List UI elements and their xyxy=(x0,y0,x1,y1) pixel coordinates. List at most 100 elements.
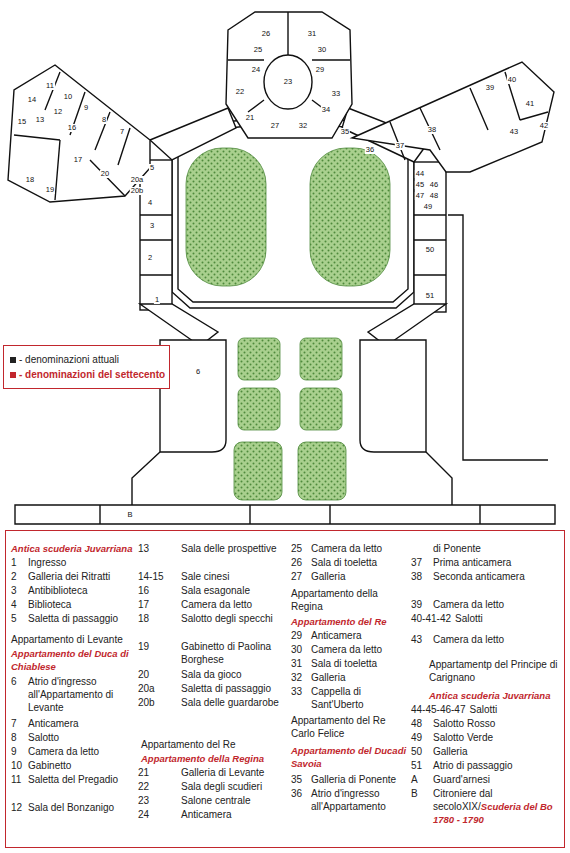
left-wing xyxy=(8,65,150,202)
key-text: Appartamento della Regina xyxy=(291,588,378,612)
key-text: 39 xyxy=(411,599,422,610)
key-text: Antica scuderia Juvarriana xyxy=(11,543,132,554)
room-number-cell: 44-45-46-47 xyxy=(411,703,465,716)
room-name-cell: Camera da letto xyxy=(433,598,561,611)
room-number-cell: 8 xyxy=(11,731,17,744)
callout-number: 26 xyxy=(261,30,271,38)
room-number-cell: 10 xyxy=(11,759,22,772)
room-number-cell: 31 xyxy=(291,657,302,670)
apartment-heading-cell: Appartamento del Re xyxy=(141,738,289,751)
key-text: Gabinetto di Paolina Borghese xyxy=(181,641,271,665)
callout-number: 44 xyxy=(415,170,425,178)
key-text: Atrio d'ingresso all'Appartamento xyxy=(311,788,386,812)
key-text: 48 xyxy=(411,718,422,729)
key-text: 26 xyxy=(291,557,302,568)
legend-swatch xyxy=(10,372,16,378)
room-number-cell: 23 xyxy=(138,794,149,807)
room-name-cell: Salone centrale xyxy=(181,794,287,807)
garden xyxy=(300,388,342,430)
room-number-cell: 25 xyxy=(291,542,302,555)
key-text: Guard'arnesi xyxy=(433,774,490,785)
room-name-cell: Camera da letto xyxy=(433,633,561,646)
callout-number: 50 xyxy=(425,246,435,254)
apartment-heading-cell: Appartamento della Regina xyxy=(291,587,409,613)
room-name-cell: Biblioteca xyxy=(28,598,136,611)
key-text: 5 xyxy=(11,613,17,624)
apartment-heading-cell: Appartamento della Regina xyxy=(141,752,289,765)
lower-block xyxy=(360,340,426,452)
key-text: Galleria di Levante xyxy=(181,767,264,778)
room-name-cell: Gabinetto xyxy=(28,759,136,772)
room-number-cell: 43 xyxy=(411,633,422,646)
room-number-cell: 3 xyxy=(11,584,17,597)
arc-building xyxy=(150,108,236,160)
callout-number: 13 xyxy=(35,116,45,124)
key-text: Appartamento del Re xyxy=(291,616,387,627)
key-text: Saletta del Pregadio xyxy=(28,774,118,785)
key-text: 32 xyxy=(291,672,302,683)
callout-number: 11 xyxy=(45,82,55,90)
room-name-cell: Salotto degli specchi xyxy=(181,612,287,625)
room-number-cell: 22 xyxy=(138,780,149,793)
callout-number: 20b xyxy=(130,187,145,195)
garden xyxy=(238,338,280,380)
key-text: Appartamento del Ducadi Savoia xyxy=(291,745,406,769)
key-text: Antica scuderia Juvarriana xyxy=(429,690,550,701)
room-name-cell: Camera da letto xyxy=(311,643,409,656)
legend-entry: - denominazioni attuali xyxy=(10,352,163,367)
key-text: 17 xyxy=(138,599,149,610)
room-number-cell: 14-15 xyxy=(138,570,164,583)
callout-number: 32 xyxy=(298,122,308,130)
courtyard-wall xyxy=(178,124,408,303)
callout-number: 8 xyxy=(101,116,107,124)
key-text: 25 xyxy=(291,543,302,554)
garden xyxy=(238,388,280,430)
room-name-cell: Prima anticamera xyxy=(433,556,561,569)
key-text: 16 xyxy=(138,585,149,596)
key-text: Sala delle prospettive xyxy=(181,543,277,554)
callout-number: 9 xyxy=(83,104,89,112)
room-name-cell: Citroniere dal secoloXIX/Scuderia del Bo… xyxy=(433,787,561,826)
key-text: Atrio d'ingresso all'Appartamento di Lev… xyxy=(28,676,113,713)
key-text: 30 xyxy=(291,644,302,655)
callout-number: 20a xyxy=(130,176,145,184)
key-text: Atrio di passaggio xyxy=(433,760,513,771)
callout-number: 15 xyxy=(17,118,27,126)
bottom-building xyxy=(15,505,555,524)
callout-number: 27 xyxy=(270,122,280,130)
key-text: di Ponente xyxy=(433,543,481,554)
callout-number: 36 xyxy=(365,146,375,154)
key-text: 50 xyxy=(411,746,422,757)
callout-number: 7 xyxy=(119,128,125,136)
key-text: 3 xyxy=(11,585,17,596)
key-text: Salotti xyxy=(455,613,483,624)
key-text: Salotto Verde xyxy=(433,732,493,743)
callout-number: 31 xyxy=(307,30,317,38)
key-text: Galleria xyxy=(311,571,345,582)
key-text: Camera da letto xyxy=(181,599,252,610)
callout-number: 4 xyxy=(147,199,153,207)
room-number-cell: 40-41-42 xyxy=(411,612,451,625)
key-text: 31 xyxy=(291,658,302,669)
room-number-cell: 2 xyxy=(11,570,17,583)
callout-number: 20 xyxy=(100,170,110,178)
key-text: 49 xyxy=(411,732,422,743)
apartment-heading-cell: Antica scuderia Juvarriana xyxy=(429,689,561,702)
garden xyxy=(298,442,346,500)
right-wing xyxy=(352,62,554,172)
garden xyxy=(186,148,266,286)
key-text: Gabinetto xyxy=(28,760,71,771)
callout-number: 2 xyxy=(147,254,153,262)
room-name-cell: Antibiblioteca xyxy=(28,584,136,597)
key-text: 18 xyxy=(138,613,149,624)
room-number-cell: 35 xyxy=(291,773,302,786)
room-number-cell: 9 xyxy=(11,745,17,758)
room-number-cell: 27 xyxy=(291,570,302,583)
callout-number: 46 xyxy=(429,181,439,189)
room-number-cell: 1 xyxy=(11,556,17,569)
key-text: 22 xyxy=(138,781,149,792)
pavilion-walls xyxy=(228,12,350,112)
callout-number: 37 xyxy=(395,142,405,150)
room-name-cell: Galleria di Levante xyxy=(181,766,287,779)
callout-number: 12 xyxy=(53,108,63,116)
